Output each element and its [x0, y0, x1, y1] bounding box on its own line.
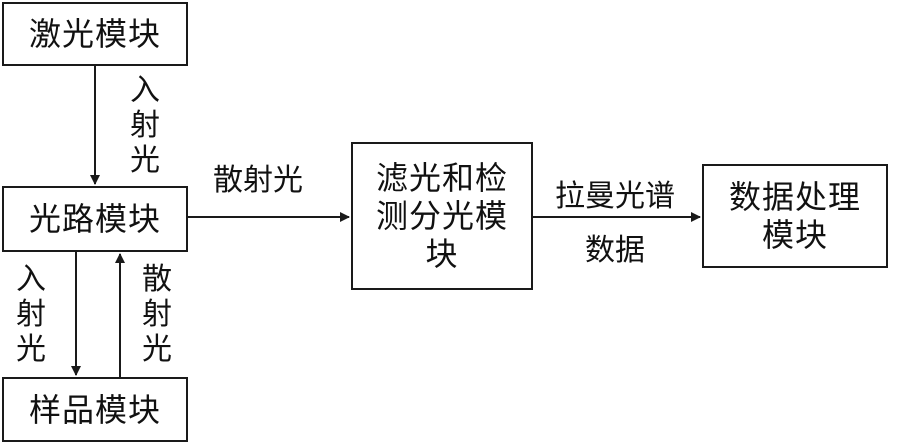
data-processing-module-label: 数据处理 模块	[728, 178, 861, 254]
raman-spectrum-data-label: 拉曼光谱 数据	[555, 179, 675, 268]
incident-light-label-top: 入 射 光	[130, 73, 160, 178]
filter-detection-module-label: 滤光和检 测分光模 块	[375, 159, 508, 273]
optical-path-module-box: 光路模块	[2, 186, 188, 252]
scattered-light-label-vertical: 散 射 光	[142, 262, 172, 367]
data-processing-module-box: 数据处理 模块	[702, 164, 888, 268]
optical-path-module-label: 光路模块	[28, 200, 161, 238]
sample-module-label: 样品模块	[28, 390, 161, 429]
laser-module-label: 激光模块	[28, 15, 161, 53]
filter-detection-module-box: 滤光和检 测分光模 块	[351, 142, 533, 290]
scattered-light-label: 散射光	[213, 163, 303, 198]
sample-module-box: 样品模块	[2, 377, 188, 442]
laser-module-box: 激光模块	[2, 2, 188, 66]
incident-light-label-bottom: 入 射 光	[16, 262, 46, 367]
